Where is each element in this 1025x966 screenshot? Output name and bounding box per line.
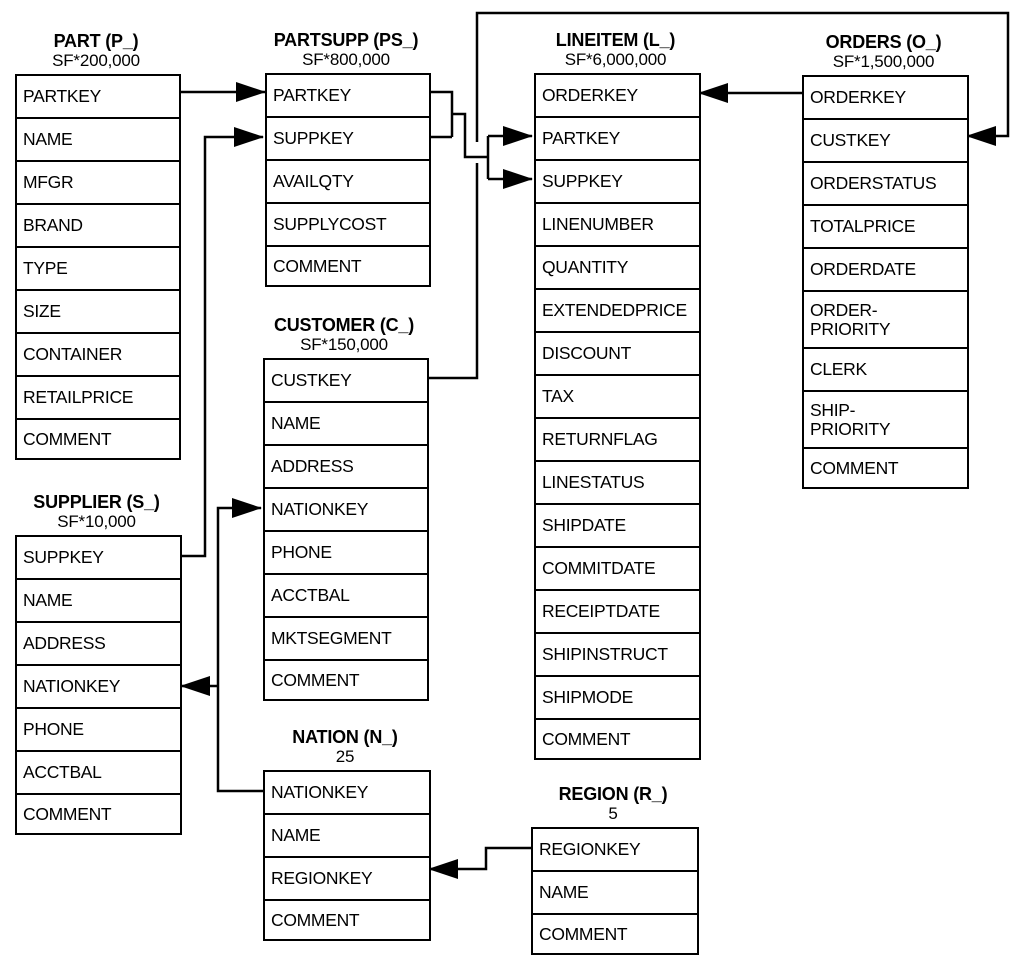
column-partsupp-availqty: AVAILQTY [267, 161, 429, 204]
column-orders-comment: COMMENT [810, 457, 899, 478]
column-orders-orderkey: ORDERKEY [804, 77, 967, 120]
column-supplier-address: ADDRESS [17, 623, 180, 666]
column-part-mfgr: MFGR [17, 162, 179, 205]
column-supplier-suppkey: SUPPKEY [17, 537, 180, 580]
column-customer-name: NAME [265, 403, 427, 446]
column-supplier-acctbal: ACCTBAL [17, 752, 180, 795]
table-title-orders: ORDERS (O_) [825, 32, 942, 52]
table-header-supplier: SUPPLIER (S_)SF*10,000 [0, 492, 208, 532]
column-lineitem-discount: DISCOUNT [536, 333, 699, 376]
column-lineitem-partkey: PARTKEY [536, 118, 699, 161]
column-partsupp-partkey: PARTKEY [267, 75, 429, 118]
column-nation-name: NAME [265, 815, 429, 858]
table-header-region: REGION (R_)5 [501, 784, 725, 824]
column-supplier-name: NAME [17, 580, 180, 623]
column-partsupp-supplycost: SUPPLYCOST [267, 204, 429, 247]
column-customer-acctbal: ACCTBAL [265, 575, 427, 618]
column-lineitem-shipinstruct: SHIPINSTRUCT [536, 634, 699, 677]
column-orders-clerk: CLERK [804, 349, 967, 392]
column-part-name: NAME [17, 119, 179, 162]
column-part-partkey: PARTKEY [17, 76, 179, 119]
column-partsupp-suppkey: SUPPKEY [267, 118, 429, 161]
fk-customer-custkey-to-orders-custkey [425, 163, 479, 380]
column-part-type: TYPE [17, 248, 179, 291]
column-lineitem-quantity: QUANTITY [536, 247, 699, 290]
table-cardinality-nation: 25 [335, 747, 355, 766]
table-title-part: PART (P_) [53, 31, 139, 51]
column-customer-address: ADDRESS [265, 446, 427, 489]
column-lineitem-comment: COMMENT [542, 728, 631, 749]
column-orders-orderstatus: ORDERSTATUS [804, 163, 967, 206]
column-orders-custkey: CUSTKEY [804, 120, 967, 163]
column-lineitem-receiptdate: RECEIPTDATE [536, 591, 699, 634]
fk-supplier-suppkey-to-partsupp-suppkey [178, 127, 264, 558]
column-supplier-comment: COMMENT [23, 803, 112, 824]
column-lineitem-extendedprice: EXTENDEDPRICE [536, 290, 699, 333]
column-customer-custkey: CUSTKEY [265, 360, 427, 403]
column-lineitem-returnflag: RETURNFLAG [536, 419, 699, 462]
fk-partsupp-partkey-to-lineitem-partkey-seg1 [452, 112, 488, 159]
column-region-name: NAME [533, 872, 697, 915]
column-nation-nationkey: NATIONKEY [265, 772, 429, 815]
column-part-size: SIZE [17, 291, 179, 334]
column-lineitem-suppkey: SUPPKEY [536, 161, 699, 204]
column-partsupp-comment: COMMENT [273, 255, 362, 276]
column-customer-comment: COMMENT [271, 669, 360, 690]
column-lineitem-shipdate: SHIPDATE [536, 505, 699, 548]
table-cardinality-customer: SF*150,000 [300, 335, 388, 354]
column-orders-totalprice: TOTALPRICE [804, 206, 967, 249]
fk-nation-nationkey-to-customer-nationkey [216, 498, 263, 793]
table-cardinality-supplier: SF*10,000 [57, 512, 136, 531]
table-title-partsupp: PARTSUPP (PS_) [273, 30, 419, 50]
table-header-customer: CUSTOMER (C_)SF*150,000 [233, 315, 455, 355]
table-title-region: REGION (R_) [558, 784, 668, 804]
column-lineitem-orderkey: ORDERKEY [536, 75, 699, 118]
column-nation-regionkey: REGIONKEY [265, 858, 429, 901]
table-cardinality-lineitem: SF*6,000,000 [564, 50, 667, 69]
column-supplier-nationkey: NATIONKEY [17, 666, 180, 709]
column-supplier-phone: PHONE [17, 709, 180, 752]
table-title-supplier: SUPPLIER (S_) [33, 492, 160, 512]
column-orders-order-priority: ORDER- PRIORITY [804, 292, 967, 349]
table-header-part: PART (P_)SF*200,000 [0, 31, 207, 71]
column-orders-ship-priority: SHIP- PRIORITY [804, 392, 967, 449]
column-customer-phone: PHONE [265, 532, 427, 575]
table-cardinality-partsupp: SF*800,000 [302, 50, 390, 69]
column-lineitem-commitdate: COMMITDATE [536, 548, 699, 591]
table-header-orders: ORDERS (O_)SF*1,500,000 [772, 32, 995, 72]
column-lineitem-tax: TAX [536, 376, 699, 419]
table-title-lineitem: LINEITEM (L_) [555, 30, 676, 50]
table-title-customer: CUSTOMER (C_) [273, 315, 415, 335]
fk-region-regionkey-to-nation-regionkey [428, 846, 531, 879]
column-nation-comment: COMMENT [271, 909, 360, 930]
table-header-nation: NATION (N_)25 [233, 727, 457, 767]
column-part-brand: BRAND [17, 205, 179, 248]
table-header-partsupp: PARTSUPP (PS_)SF*800,000 [235, 30, 457, 70]
column-customer-nationkey: NATIONKEY [265, 489, 427, 532]
column-region-comment: COMMENT [539, 923, 628, 944]
table-cardinality-region: 5 [608, 804, 618, 823]
column-customer-mktsegment: MKTSEGMENT [265, 618, 427, 661]
table-title-nation: NATION (N_) [292, 727, 398, 747]
table-cardinality-part: SF*200,000 [52, 51, 140, 70]
column-orders-orderdate: ORDERDATE [804, 249, 967, 292]
column-lineitem-linestatus: LINESTATUS [536, 462, 699, 505]
column-lineitem-linenumber: LINENUMBER [536, 204, 699, 247]
table-header-lineitem: LINEITEM (L_)SF*6,000,000 [504, 30, 727, 70]
column-part-container: CONTAINER [17, 334, 179, 377]
column-region-regionkey: REGIONKEY [533, 829, 697, 872]
column-part-comment: COMMENT [23, 428, 112, 449]
column-part-retailprice: RETAILPRICE [17, 377, 179, 420]
table-cardinality-orders: SF*1,500,000 [832, 52, 935, 71]
column-lineitem-shipmode: SHIPMODE [536, 677, 699, 720]
